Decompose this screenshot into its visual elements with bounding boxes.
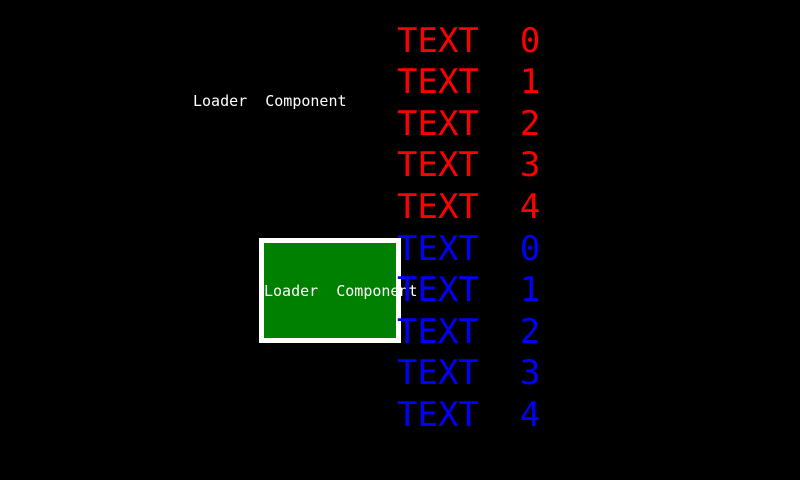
text-item-red-3[interactable]: TEXT 3	[397, 145, 541, 185]
text-item-blue-1[interactable]: TEXT 1	[397, 270, 541, 310]
text-item-blue-3[interactable]: TEXT 3	[397, 353, 541, 393]
loader-component-box[interactable]: Loader Component	[259, 238, 418, 343]
text-item-red-0[interactable]: TEXT 0	[397, 21, 541, 61]
text-item-blue-0[interactable]: TEXT 0	[397, 229, 541, 269]
text-item-red-4[interactable]: TEXT 4	[397, 187, 541, 227]
text-item-red-2[interactable]: TEXT 2	[397, 104, 541, 144]
text-item-red-1[interactable]: TEXT 1	[397, 62, 541, 102]
loader-component-box-label: Loader Component	[264, 282, 418, 300]
loader-component-label: Loader Component	[193, 92, 347, 110]
text-item-blue-2[interactable]: TEXT 2	[397, 312, 541, 352]
text-item-blue-4[interactable]: TEXT 4	[397, 395, 541, 435]
